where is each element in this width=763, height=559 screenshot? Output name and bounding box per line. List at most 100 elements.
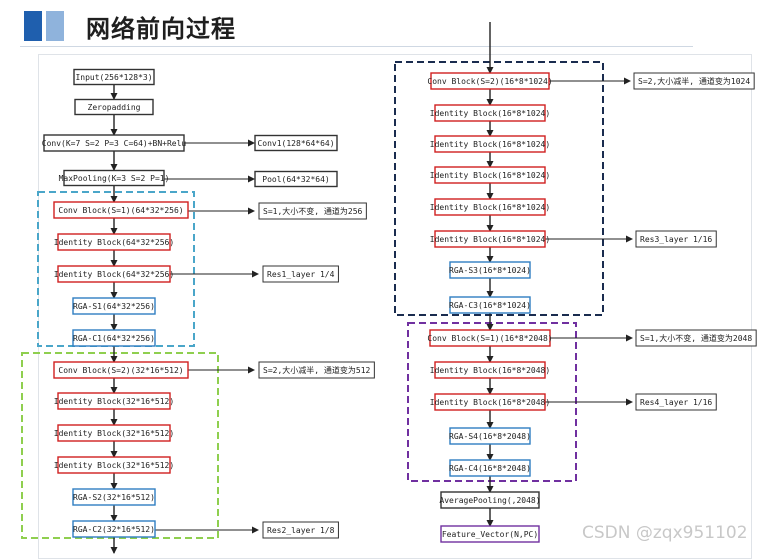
layer4-note-frame: [635, 329, 757, 347]
feature-vector-box-label: Feature_Vector(N,PC): [442, 530, 538, 539]
layer3-identity-block-5: Identity Block(16*8*1024): [430, 230, 550, 248]
zeropadding-box-frame: [74, 98, 154, 116]
layer4-identity-block-2-label: Identity Block(16*8*2048): [430, 398, 550, 407]
layer3-identity-block-4-frame: [434, 198, 546, 216]
layer2-identity-block-2: Identity Block(32*16*512): [54, 424, 174, 442]
layer3-output-note-label: Res3_layer 1/16: [640, 235, 712, 244]
conv1-box-frame: [43, 134, 185, 152]
layer1-identity-block-2: Identity Block(64*32*256): [54, 265, 174, 283]
layer2-note: S=2,大小减半, 通道变为512: [258, 361, 375, 379]
layer2-output-note-label: Res2_layer 1/8: [267, 526, 335, 535]
layer2-conv-block-label: Conv Block(S=2)(32*16*512): [58, 366, 183, 375]
layer2-output-note-frame: [262, 521, 339, 539]
layer3-identity-block-1-frame: [434, 104, 546, 122]
pool-output-box-label: Pool(64*32*64): [262, 175, 329, 184]
page-title: 网络前向过程: [86, 15, 236, 43]
layer4-note: S=1,大小不变, 通道变为2048: [635, 329, 757, 347]
layer3-output-note: Res3_layer 1/16: [635, 230, 717, 248]
layer2-identity-block-3: Identity Block(32*16*512): [54, 456, 174, 474]
layer4-identity-block-1-label: Identity Block(16*8*2048): [430, 366, 550, 375]
layer3-group-frame: [394, 61, 604, 316]
conv1-output-box-label: Conv1(128*64*64): [257, 139, 334, 148]
feature-vector-box-frame: [440, 525, 540, 543]
layer1-note-frame: [258, 202, 367, 220]
layer4-rga-c-box-frame: [449, 459, 531, 477]
zeropadding-box: Zeropadding: [74, 98, 154, 116]
layer3-identity-block-3-label: Identity Block(16*8*1024): [430, 171, 550, 180]
layer2-note-frame: [258, 361, 375, 379]
layer2-conv-block-frame: [53, 361, 189, 379]
layer4-output-note-frame: [635, 393, 717, 411]
layer2-identity-block-1: Identity Block(32*16*512): [54, 392, 174, 410]
layer1-note-label: S=1,大小不变, 通道为256: [263, 206, 363, 216]
layer1-rga-c-box: RGA-C1(64*32*256): [72, 329, 156, 347]
layer3-rga-c-box: RGA-C3(16*8*1024): [449, 296, 531, 314]
conv1-output-box: Conv1(128*64*64): [254, 134, 338, 152]
layer1-rga-s-box: RGA-S1(64*32*256): [72, 297, 156, 315]
layer1-identity-block-2-frame: [57, 265, 171, 283]
layer1-identity-block-1-frame: [57, 233, 171, 251]
maxpool-box: MaxPooling(K=3 S=2 P=1): [59, 169, 169, 187]
header-divider: [20, 46, 693, 47]
layer4-identity-block-2: Identity Block(16*8*2048): [430, 393, 550, 411]
layer3-conv-block-frame: [430, 72, 550, 90]
maxpool-box-frame: [63, 169, 165, 187]
zeropadding-box-label: Zeropadding: [88, 103, 141, 112]
average-pooling-box: AveragePooling(,2048): [439, 491, 541, 509]
layer3-rga-s-box-frame: [449, 261, 531, 279]
layer2-output-note: Res2_layer 1/8: [262, 521, 339, 539]
conv1-box-label: Conv(K=7 S=2 P=3 C=64)+BN+Relu: [42, 139, 187, 148]
layer4-rga-c-box: RGA-C4(16*8*2048): [449, 459, 531, 477]
layer2-rga-s-box-frame: [72, 488, 156, 506]
average-pooling-box-label: AveragePooling(,2048): [439, 496, 540, 505]
layer2-rga-c-box: RGA-C2(32*16*512): [72, 520, 156, 538]
layer3-identity-block-3: Identity Block(16*8*1024): [430, 166, 550, 184]
conv1-box: Conv(K=7 S=2 P=3 C=64)+BN+Relu: [42, 134, 187, 152]
layer2-note-label: S=2,大小减半, 通道变为512: [263, 365, 371, 375]
layer3-rga-c-box-label: RGA-C3(16*8*1024): [449, 301, 531, 310]
layer1-identity-block-1-label: Identity Block(64*32*256): [54, 238, 174, 247]
layer4-output-note: Res4_layer 1/16: [635, 393, 717, 411]
layer1-identity-block-2-label: Identity Block(64*32*256): [54, 270, 174, 279]
layer3-identity-block-1: Identity Block(16*8*1024): [430, 104, 550, 122]
layer4-conv-block-label: Conv Block(S=1)(16*8*2048): [427, 334, 552, 343]
layer2-identity-block-3-frame: [57, 456, 171, 474]
layer1-rga-s-box-frame: [72, 297, 156, 315]
layer3-conv-block-label: Conv Block(S=2)(16*8*1024): [427, 77, 552, 86]
layer1-rga-s-box-label: RGA-S1(64*32*256): [73, 302, 155, 311]
layer3-identity-block-2-frame: [434, 135, 546, 153]
layer4-output-note-label: Res4_layer 1/16: [640, 398, 712, 407]
layer4-rga-s-box-label: RGA-S4(16*8*2048): [449, 432, 531, 441]
layer3-note: S=2,大小减半, 通道变为1024: [633, 72, 755, 90]
layer2-conv-block: Conv Block(S=2)(32*16*512): [53, 361, 189, 379]
layer3-conv-block: Conv Block(S=2)(16*8*1024): [427, 72, 553, 90]
layer1-conv-block-frame: [53, 201, 189, 219]
layer1-note: S=1,大小不变, 通道为256: [258, 202, 367, 220]
layer2-identity-block-2-frame: [57, 424, 171, 442]
layer2-rga-s-box-label: RGA-S2(32*16*512): [73, 493, 155, 502]
layer2-rga-s-box: RGA-S2(32*16*512): [72, 488, 156, 506]
layer4-note-label: S=1,大小不变, 通道变为2048: [640, 333, 752, 343]
layer1-rga-c-box-label: RGA-C1(64*32*256): [73, 334, 155, 343]
layer3-identity-block-5-label: Identity Block(16*8*1024): [430, 235, 550, 244]
layer3-identity-block-2: Identity Block(16*8*1024): [430, 135, 550, 153]
layer1-output-note-label: Res1_layer 1/4: [267, 270, 335, 279]
conv1-output-box-frame: [254, 134, 338, 152]
layer2-rga-c-box-frame: [72, 520, 156, 538]
layer2-identity-block-1-frame: [57, 392, 171, 410]
layer4-identity-block-2-frame: [434, 393, 546, 411]
layer1-output-note-frame: [262, 265, 339, 283]
watermark: CSDN @zqx951102: [582, 523, 748, 543]
layer3-output-note-frame: [635, 230, 717, 248]
layer3-identity-block-3-frame: [434, 166, 546, 184]
feature-vector-box: Feature_Vector(N,PC): [440, 525, 540, 543]
input-box-frame: [73, 68, 155, 86]
input-box: Input(256*128*3): [73, 68, 155, 86]
pool-output-box-frame: [254, 170, 338, 188]
layer3-rga-s-box-label: RGA-S3(16*8*1024): [449, 266, 531, 275]
layer3-identity-block-4: Identity Block(16*8*1024): [430, 198, 550, 216]
layer4-rga-c-box-label: RGA-C4(16*8*2048): [449, 464, 531, 473]
layer4-conv-block-frame: [429, 329, 551, 347]
layer1-rga-c-box-frame: [72, 329, 156, 347]
